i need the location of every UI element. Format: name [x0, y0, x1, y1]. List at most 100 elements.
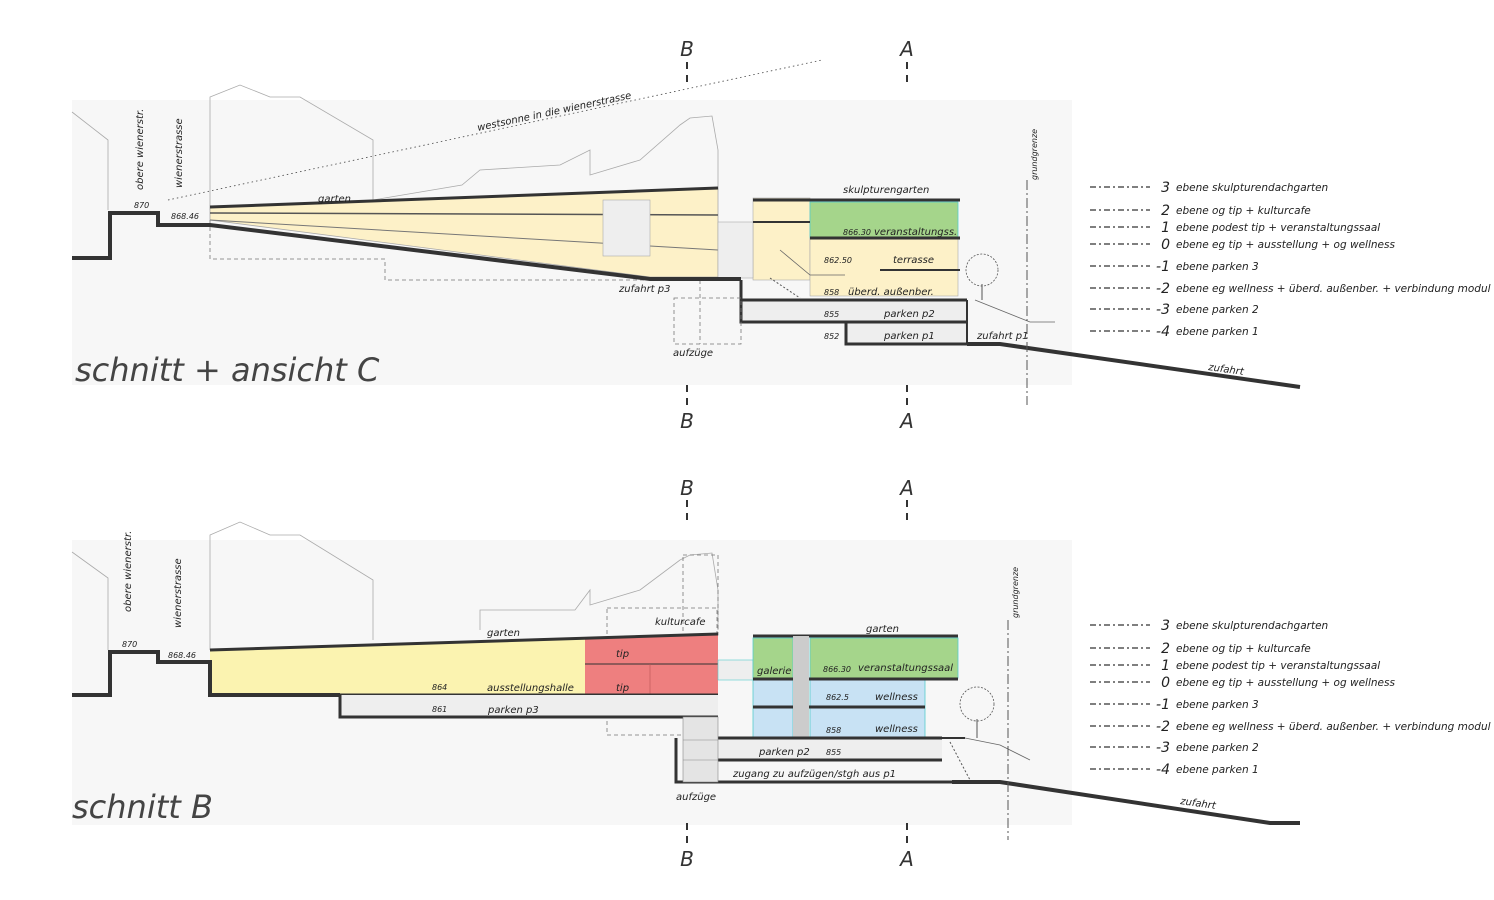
label-grundgrenze: grundgrenze	[1011, 567, 1020, 618]
aufzuege-outline	[673, 297, 742, 345]
elev-866: 866.30	[823, 665, 851, 674]
terrace-fill	[809, 237, 959, 297]
ground-line-upper	[72, 211, 741, 281]
legend-level: -1	[1156, 697, 1170, 713]
garden-roof-slab	[209, 186, 719, 209]
legend-text: ebene parken 1	[1176, 326, 1259, 338]
legend-level: -2	[1156, 719, 1170, 735]
westsonne-line	[167, 59, 823, 201]
veranstaltungssaal-fill	[809, 637, 959, 679]
wellness-fill	[809, 679, 926, 739]
p3-outline	[338, 695, 718, 719]
neighbour-building	[209, 84, 374, 210]
label-obere-wienerstr: obere wienerstr.	[135, 109, 146, 190]
link-bridge	[717, 659, 754, 681]
axis-a-top-label: A	[898, 476, 914, 500]
label-grundgrenze: grundgrenze	[1030, 129, 1039, 180]
veranstaltungssaal-fill	[809, 201, 959, 239]
axis-a-bottom-label: A	[898, 409, 914, 433]
label-zufahrt: zufahrt	[1179, 796, 1218, 812]
garden-core	[602, 199, 651, 257]
label-skulpturengarten: skulpturengarten	[843, 185, 929, 196]
axis-a-bottom-label: A	[898, 847, 914, 871]
ramp-line	[779, 249, 845, 276]
label-wienerstrasse: wienerstrasse	[173, 558, 184, 628]
legend-level: 0	[1161, 237, 1170, 253]
elev-862: 862.50	[824, 256, 852, 265]
ground-line-slope	[952, 780, 1300, 825]
label-zugang: zugang zu aufzügen/stgh aus p1	[732, 769, 896, 780]
legend-text: ebene podest tip + veranstaltungssaal	[1176, 222, 1380, 234]
label-obere-wienerstr: obere wienerstr.	[123, 531, 134, 612]
site-edge	[964, 737, 1031, 761]
site-edge	[974, 299, 1055, 323]
label-garten-right: garten	[866, 624, 899, 635]
neighbour-rooflines	[479, 552, 719, 630]
elev-870: 870	[122, 640, 137, 649]
neighbour-building-left	[71, 551, 109, 650]
elev-866: 866.30	[843, 228, 871, 237]
label-wienerstrasse: wienerstrasse	[174, 118, 185, 188]
dashed-underground-outline	[209, 220, 650, 281]
neighbour-building-left	[71, 111, 109, 210]
tower-dashed-outline	[682, 554, 719, 636]
elev-864: 864	[432, 683, 447, 692]
legend-level: 0	[1161, 675, 1170, 691]
legend-text: ebene parken 2	[1176, 304, 1259, 316]
legend-level: 1	[1161, 658, 1170, 674]
legend-level: -4	[1156, 324, 1170, 340]
legend-text: ebene parken 1	[1176, 764, 1259, 776]
link-block	[717, 221, 754, 279]
parken-p2-fill	[718, 738, 942, 760]
label-terrasse: terrasse	[893, 255, 934, 266]
zugang-outline	[674, 738, 952, 784]
wellness-left-fill	[752, 679, 794, 739]
label-parken-p2: parken p2	[758, 747, 810, 758]
legend-text: ebene parken 3	[1176, 699, 1259, 711]
label-tip-upper: tip	[616, 649, 629, 660]
stair-tower-fill	[752, 197, 811, 281]
label-aufzuege: aufzüge	[676, 792, 716, 803]
legend-text: ebene skulpturendachgarten	[1176, 182, 1328, 194]
ground-line-upper	[72, 650, 340, 697]
label-parken-p1: parken p1	[883, 331, 935, 342]
label-parken-p2: parken p2	[883, 309, 935, 320]
axis-b-bottom-label: B	[680, 847, 694, 871]
label-ausstellungshalle: ausstellungshalle	[487, 683, 574, 694]
label-zufahrt-p1: zufahrt p1	[976, 331, 1029, 342]
section-b: B A B A obere wienerstr. wienerstrasse g…	[71, 476, 1300, 871]
parken-p3-fill	[340, 695, 718, 717]
elev-861: 861	[432, 705, 447, 714]
aufzuege-shaft	[682, 716, 719, 783]
tree-icon	[959, 686, 995, 738]
label-wellness-upper: wellness	[875, 692, 918, 703]
label-zufahrt-p3: zufahrt p3	[618, 284, 671, 295]
parken-p1-fill	[846, 322, 967, 344]
garten-roof-slab	[209, 632, 719, 652]
ground-line-slope	[967, 342, 1301, 389]
legend-text: ebene og tip + kulturcafe	[1176, 643, 1311, 655]
axis-b-top-label: B	[680, 476, 694, 500]
legend-text: ebene eg tip + ausstellung + og wellness	[1176, 239, 1395, 251]
label-aufzuege: aufzüge	[673, 348, 713, 359]
legend-level: -3	[1156, 740, 1170, 756]
legend-level: 2	[1161, 203, 1170, 219]
legend-level: 3	[1161, 618, 1170, 634]
label-veranstaltungss: veranstaltungss.	[874, 227, 957, 238]
axis-a-top-label: A	[898, 37, 914, 61]
section-c: B A B A obere wienerstr. wienerstrasse w…	[71, 37, 1301, 433]
ramp-stair	[949, 741, 971, 781]
label-galerie: galerie	[757, 666, 791, 677]
legend-text: ebene eg tip + ausstellung + og wellness	[1176, 677, 1395, 689]
legend-text: ebene parken 2	[1176, 742, 1259, 754]
label-ueberd: überd. außenber.	[848, 287, 934, 298]
legend-text: ebene eg wellness + überd. außenber. + v…	[1176, 283, 1494, 295]
label-garten: garten	[318, 194, 351, 205]
elev-855: 855	[824, 310, 839, 319]
legend-text: ebene eg wellness + überd. außenber. + v…	[1176, 721, 1494, 733]
label-veranstaltungssaal: veranstaltungssaal	[858, 663, 953, 674]
parken-p2-fill	[741, 300, 967, 322]
legend-level: -3	[1156, 302, 1170, 318]
